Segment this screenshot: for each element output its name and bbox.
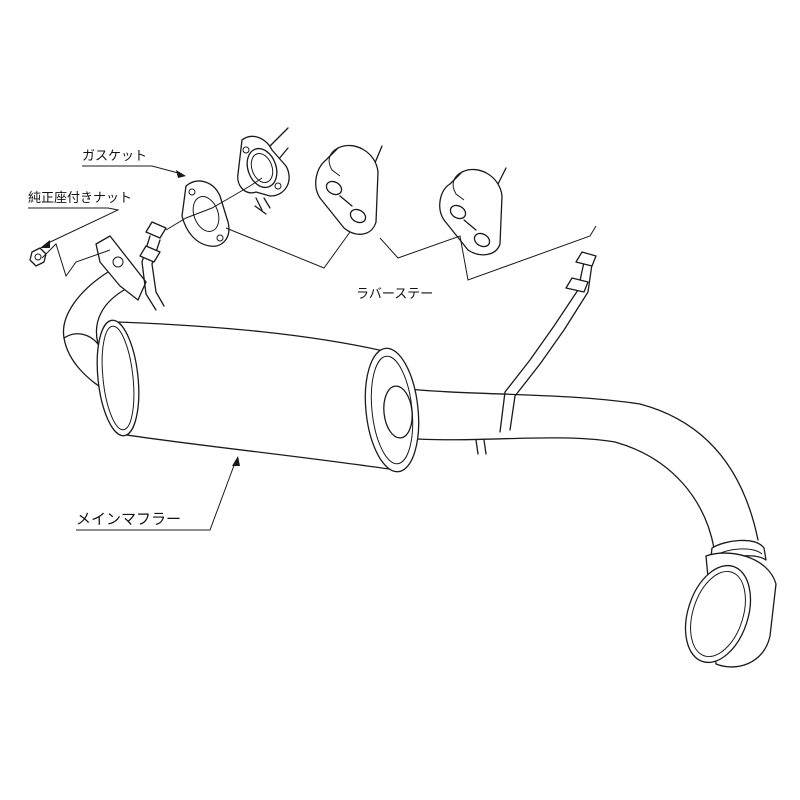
right-hanger-rod <box>499 251 597 433</box>
label-stock-nut: 純正座付きナット <box>28 191 132 248</box>
upstream-flange <box>237 127 290 215</box>
inlet-pipe <box>62 221 167 393</box>
label-stock-nut-text: 純正座付きナット <box>28 191 132 206</box>
label-rubber-stay-text: ラバーステー <box>356 287 433 302</box>
main-muffler <box>96 319 487 473</box>
rubber-stay-1 <box>315 144 383 235</box>
stock-nut-part <box>29 247 47 267</box>
label-main-muffler-text: メインマフラー <box>76 510 181 528</box>
label-rubber-stay: ラバーステー <box>356 287 433 302</box>
label-main-muffler: メインマフラー <box>76 456 240 531</box>
exploded-guide-lines <box>41 177 597 281</box>
gasket-part <box>181 180 230 247</box>
label-gasket: ガスケット <box>82 149 186 178</box>
rubber-stay-2 <box>439 167 507 256</box>
exhaust-pipe-and-tail <box>397 387 777 668</box>
label-gasket-text: ガスケット <box>82 149 147 164</box>
